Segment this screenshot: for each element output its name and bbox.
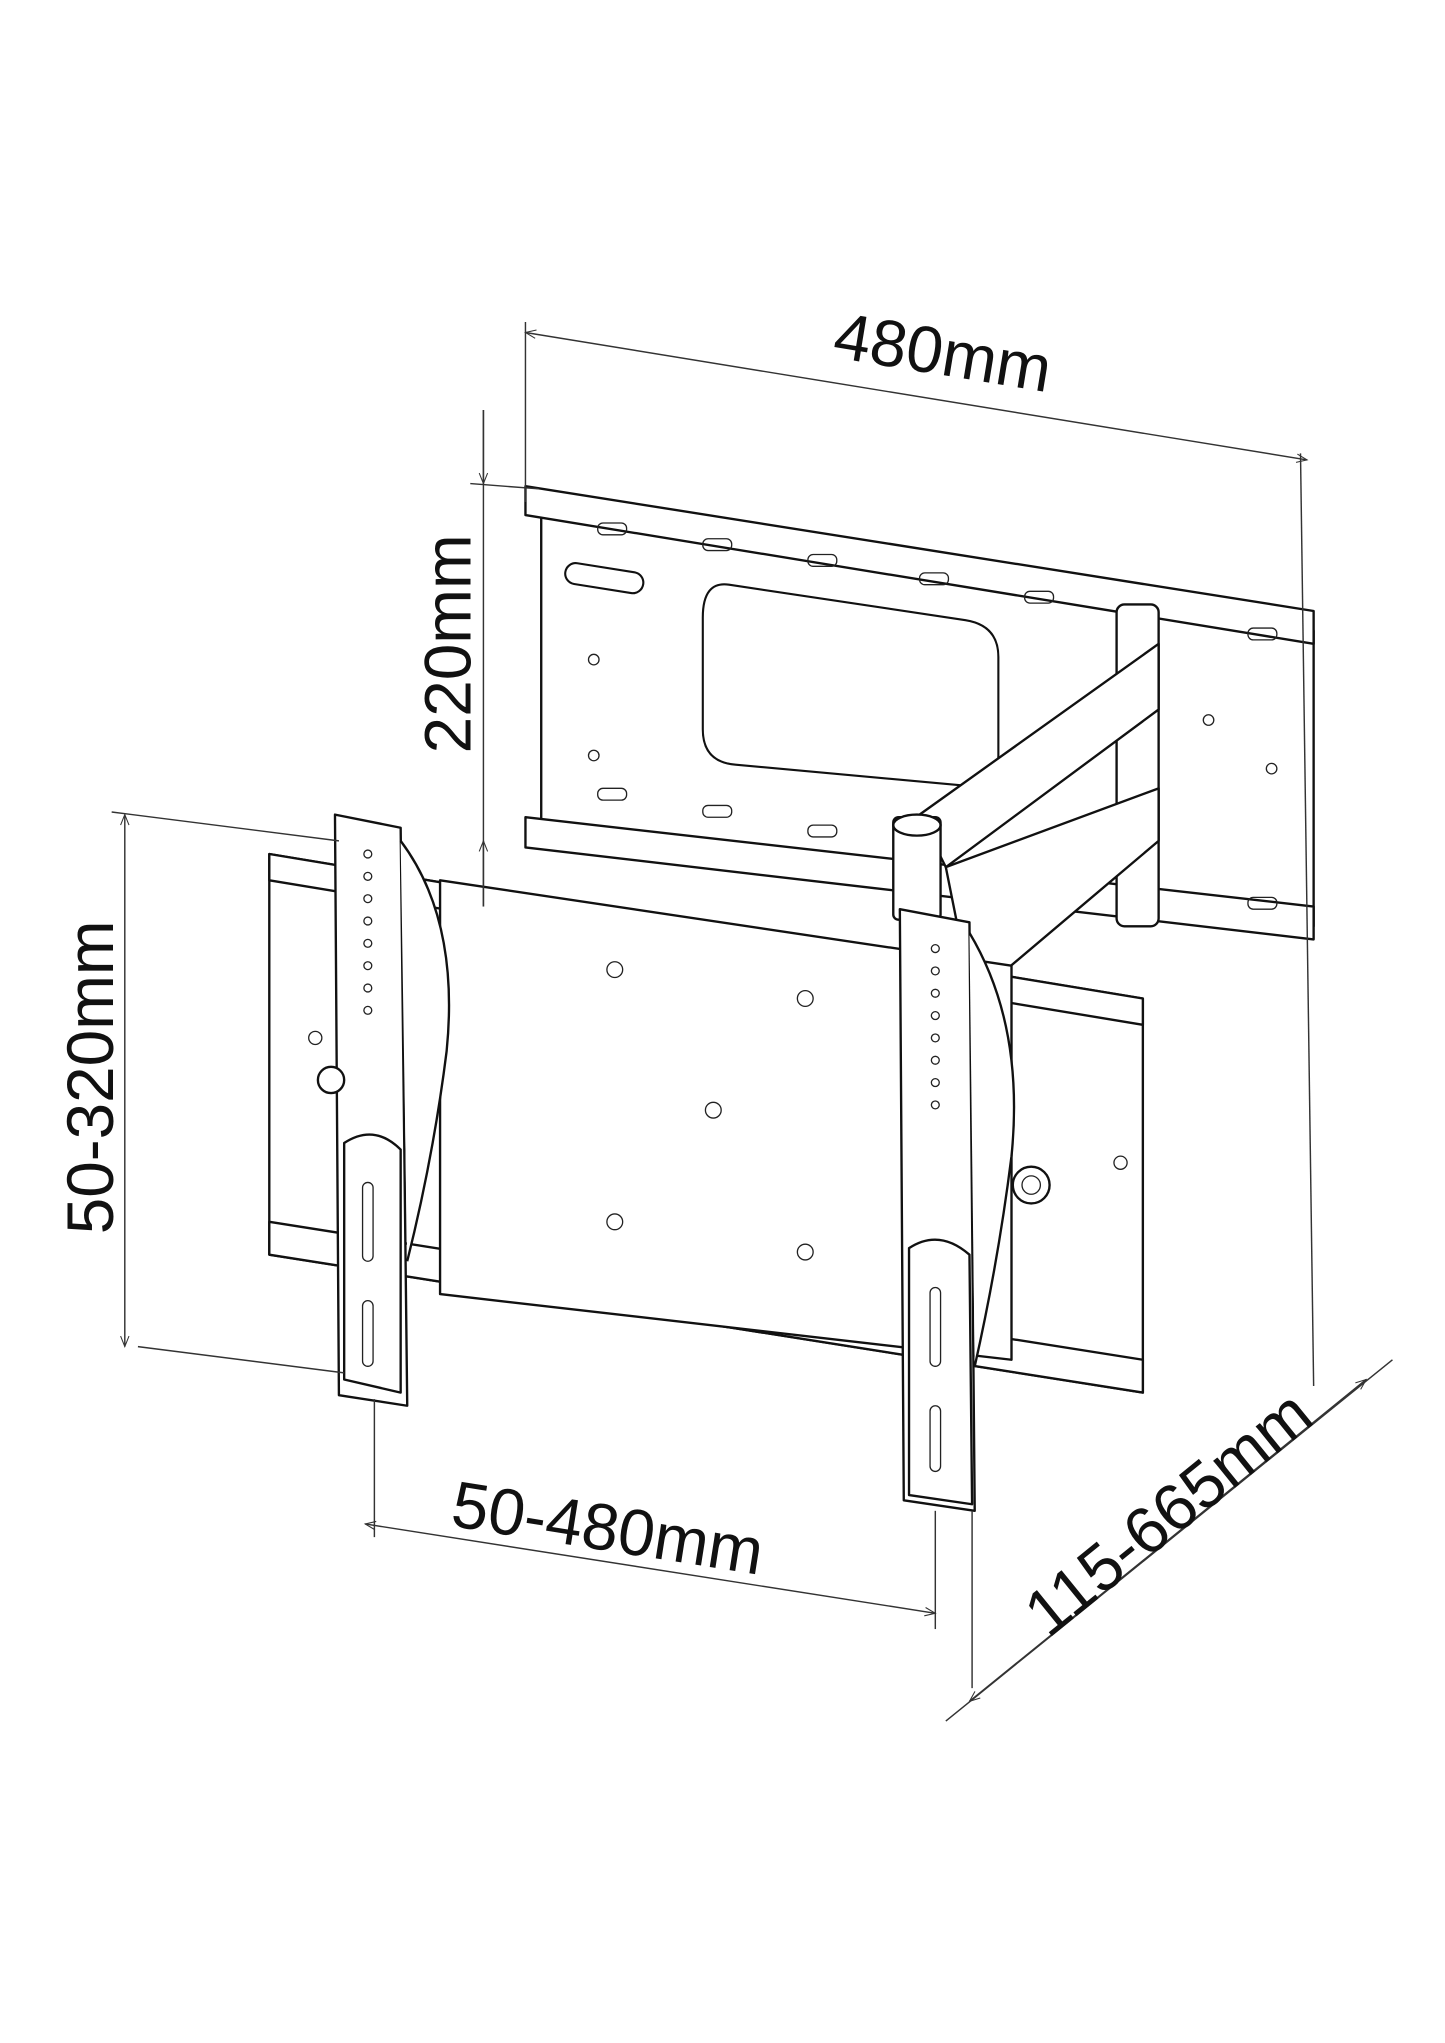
dimension-50-320: 50-320mm — [54, 811, 345, 1374]
label-220mm: 220mm — [411, 534, 484, 753]
dimension-220: 220mm — [411, 410, 539, 907]
label-480mm: 480mm — [829, 299, 1057, 406]
dimension-50-480: 50-480mm — [363, 1399, 937, 1630]
label-115-665mm: 115-665mm — [1011, 1376, 1325, 1650]
label-50-320mm: 50-320mm — [54, 920, 127, 1234]
dimension-115-665: 115-665mm — [945, 1359, 1393, 1722]
swing-arm — [892, 603, 1160, 1000]
left-vertical-bracket — [316, 813, 451, 1407]
right-vertical-bracket — [898, 908, 1051, 1513]
label-50-480mm: 50-480mm — [447, 1467, 768, 1588]
